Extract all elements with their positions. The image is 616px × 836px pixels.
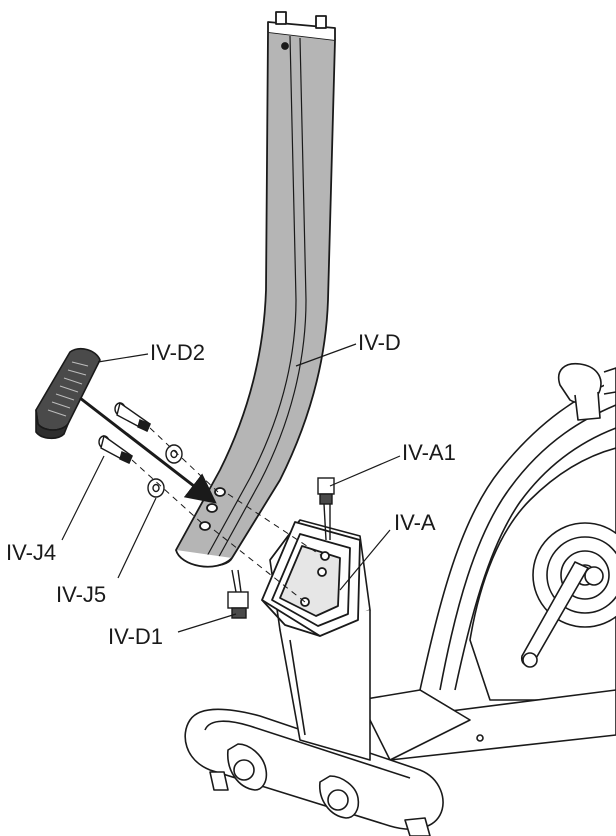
iv-a1-cable: [317, 477, 335, 541]
iv-j5-washers: [147, 444, 183, 498]
label-iv-j4: IV-J4: [6, 540, 57, 565]
iv-d1-cable: [227, 569, 249, 619]
label-iv-d: IV-D: [358, 330, 401, 355]
insertion-arrow: [79, 396, 217, 504]
iv-j4-bolts: [98, 401, 151, 464]
iv-d-post: [175, 11, 336, 568]
label-iv-a1: IV-A1: [402, 440, 456, 465]
label-iv-a: IV-A: [394, 510, 436, 535]
iv-a-socket: [261, 521, 361, 637]
alignment-lines: [131, 427, 323, 603]
iv-d2-part: [35, 348, 101, 440]
label-iv-d1: IV-D1: [108, 624, 164, 649]
label-iv-d2: IV-D2: [150, 340, 206, 365]
label-iv-j5: IV-J5: [56, 582, 107, 607]
leader-lines: [61, 343, 401, 633]
